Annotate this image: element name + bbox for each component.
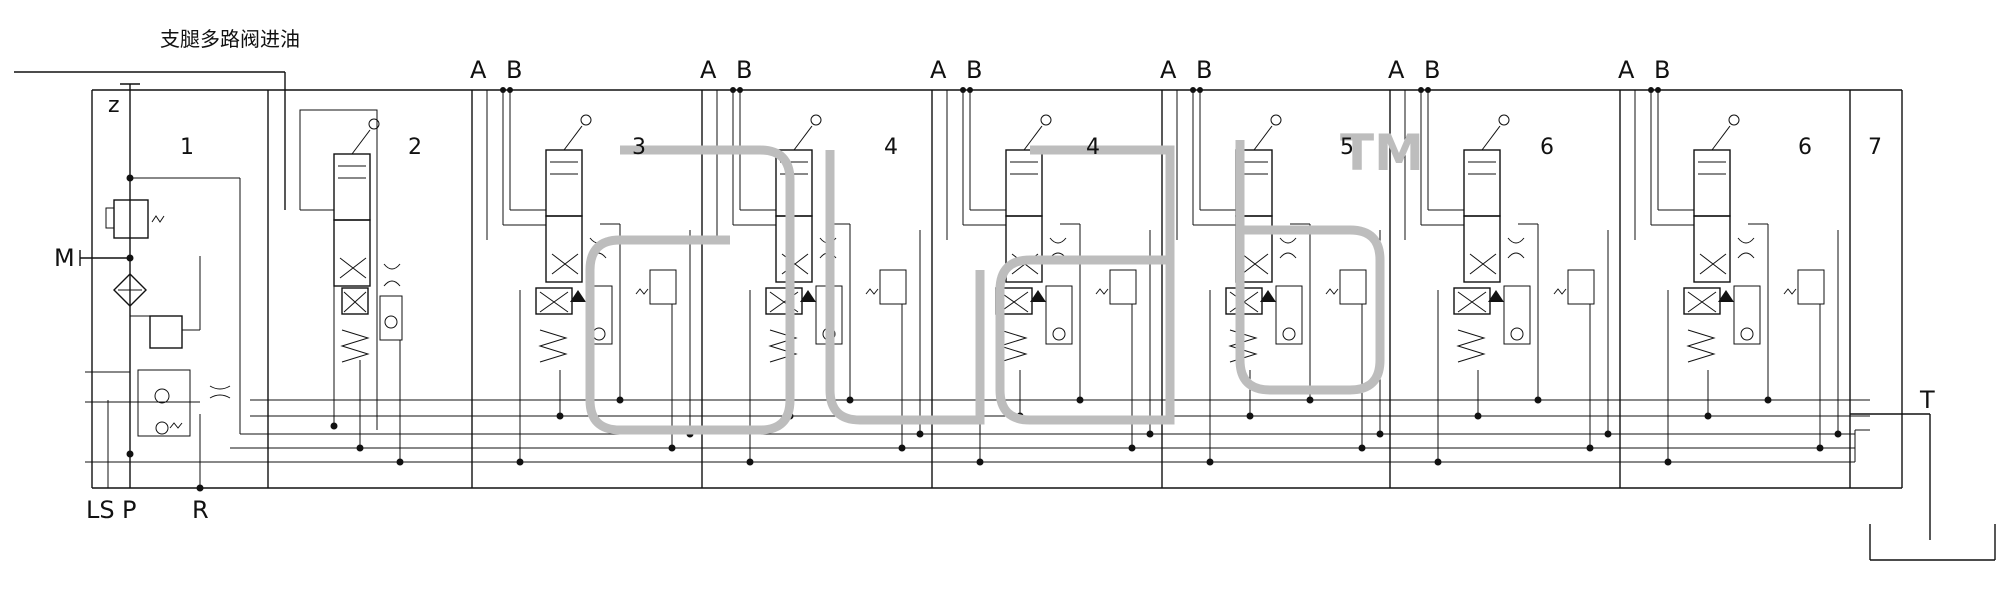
port-r: R: [192, 496, 209, 524]
port-a-6a: A: [1388, 56, 1405, 84]
port-a-3: A: [470, 56, 487, 84]
valve-block-frame: [14, 71, 1996, 561]
port-ls: LS: [86, 496, 115, 524]
section-number-6a: 6: [1540, 135, 1554, 160]
section-number-3: 3: [632, 135, 646, 160]
section-number-5: 5: [1340, 135, 1354, 160]
work-port-labels: A B A B A B A B A B A B: [470, 56, 1670, 84]
section-number-4b: 4: [1086, 135, 1100, 160]
port-m: M: [54, 244, 75, 272]
port-t: T: [1919, 386, 1935, 414]
port-b-3: B: [506, 56, 522, 84]
port-p: P: [122, 496, 136, 524]
watermark-tm: TM: [1340, 124, 1424, 182]
section-number-4a: 4: [884, 135, 898, 160]
port-a-4b: A: [930, 56, 947, 84]
port-b-4a: B: [736, 56, 752, 84]
port-b-5: B: [1196, 56, 1212, 84]
port-a-6b: A: [1618, 56, 1635, 84]
inlet-section: [79, 83, 241, 492]
watermark-logo: TM: [585, 124, 1424, 435]
section-numbers: 1 2 3 4 4 5 6 6 7: [180, 135, 1882, 160]
section-number-1: 1: [180, 135, 194, 160]
port-z: z: [108, 93, 120, 118]
port-a-5: A: [1160, 56, 1177, 84]
port-b-6a: B: [1424, 56, 1440, 84]
section-6a: [1404, 86, 1613, 467]
section-2: [299, 109, 404, 466]
port-b-6b: B: [1654, 56, 1670, 84]
section-number-6b: 6: [1798, 135, 1812, 160]
inlet-port-labels: z M LS P R T: [54, 93, 1935, 524]
inlet-title: 支腿多路阀进油: [160, 27, 300, 51]
section-number-7: 7: [1868, 135, 1882, 160]
work-sections: [299, 86, 1843, 467]
section-3: [486, 87, 694, 466]
port-a-4a: A: [700, 56, 717, 84]
section-number-2: 2: [408, 135, 422, 160]
port-b-4b: B: [966, 56, 982, 84]
